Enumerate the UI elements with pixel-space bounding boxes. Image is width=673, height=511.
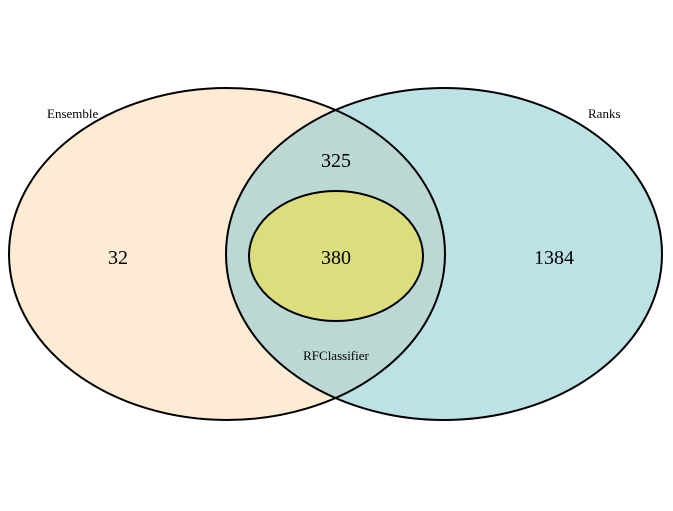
ensemble-only-count: 32 [108,247,128,269]
rfclassifier-ellipse [249,191,423,321]
ranks-only-count: 1384 [534,247,574,269]
ensemble-outline [8,87,446,421]
rfclassifier-outline [248,190,424,322]
ranks-outline [225,87,663,421]
ensemble-ranks-count: 325 [321,150,351,172]
ranks-label: Ranks [588,106,621,121]
all-three-count: 380 [321,247,351,269]
ensemble-label: Ensemble [47,106,98,121]
rfclassifier-label: RFClassifier [303,348,369,363]
